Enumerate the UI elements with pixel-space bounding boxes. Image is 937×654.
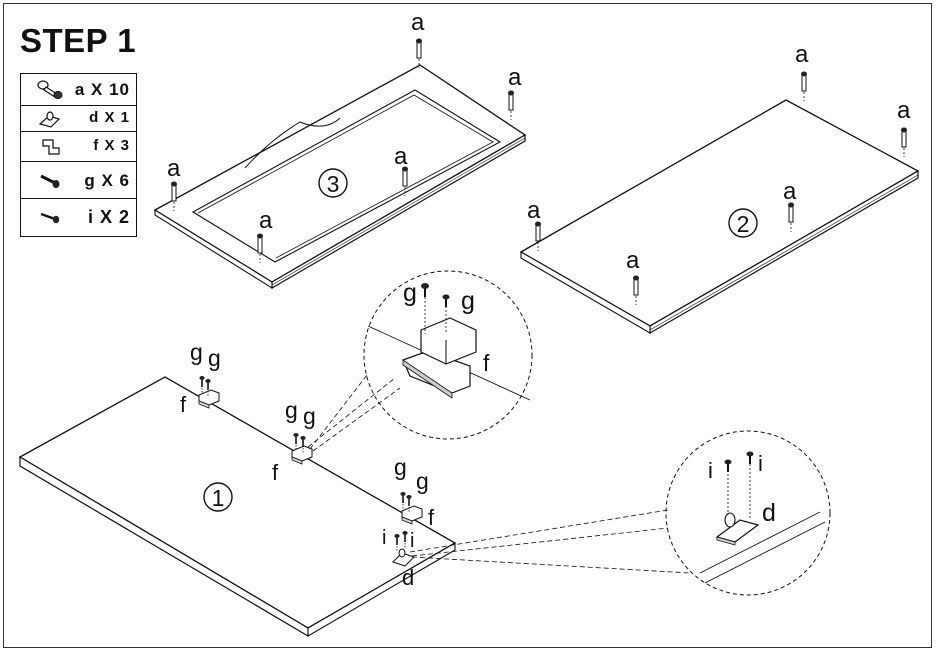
label-g: g xyxy=(416,468,429,494)
parts-row-text: a X 10 xyxy=(74,80,130,99)
leader-line xyxy=(411,527,669,557)
panel-1-number: 1 xyxy=(212,485,225,511)
parts-row-g: g X 6 xyxy=(21,162,136,199)
label-g: g xyxy=(285,397,298,423)
label-i: i xyxy=(410,530,414,552)
label-a: a xyxy=(508,64,522,91)
panel-3-marker xyxy=(318,168,348,198)
parts-row-text: f X 3 xyxy=(93,137,130,154)
parts-row-f: f X 3 xyxy=(21,132,136,162)
diagram-frame xyxy=(3,3,932,648)
label-f: f xyxy=(180,392,187,417)
cam-bolt-icon xyxy=(415,38,423,69)
label-f: f xyxy=(272,460,279,485)
screw-g-icon xyxy=(399,491,407,511)
label-a: a xyxy=(527,197,541,224)
label-g: g xyxy=(403,279,417,307)
cam-bolt-icon xyxy=(507,90,515,121)
cam-bolt-icon xyxy=(800,71,808,102)
screw-i-icon xyxy=(40,212,60,224)
bracket-f-icon xyxy=(198,389,220,409)
panel-1 xyxy=(18,376,457,638)
parts-row-i: i X 2 xyxy=(21,199,136,236)
label-a: a xyxy=(259,207,273,234)
label-g: g xyxy=(190,339,203,365)
label-g: g xyxy=(461,287,475,315)
label-a: a xyxy=(167,155,181,182)
screw-g-icon xyxy=(40,174,60,188)
panel-2-marker xyxy=(728,208,758,238)
label-a: a xyxy=(394,143,408,170)
cam-bolt-icon xyxy=(37,80,63,99)
label-g: g xyxy=(394,454,407,480)
parts-row-text: i X 2 xyxy=(87,207,130,227)
leader-line xyxy=(411,556,691,574)
label-i: i xyxy=(758,451,763,476)
label-a: a xyxy=(897,97,911,124)
parts-row-d: d X 1 xyxy=(21,106,136,132)
detail-view-d xyxy=(665,430,831,596)
label-g: g xyxy=(303,403,316,429)
parts-list: a X 10 d X 1 f X 3 g X 6 i X 2 xyxy=(20,73,137,237)
leader-line xyxy=(307,377,396,448)
label-a: a xyxy=(795,41,809,68)
cam-bolt-icon xyxy=(900,127,908,158)
bracket-d-icon xyxy=(38,111,61,128)
leader-line xyxy=(309,374,368,450)
label-a: a xyxy=(626,247,640,274)
panel-3-number: 3 xyxy=(327,171,340,197)
detail-view-f xyxy=(363,270,533,440)
parts-row-a: a X 10 xyxy=(21,74,136,106)
label-i: i xyxy=(382,527,386,549)
parts-row-text: d X 1 xyxy=(89,109,130,126)
label-i: i xyxy=(708,458,713,483)
bracket-f-icon xyxy=(401,505,423,525)
bracket-d-knob xyxy=(398,548,406,558)
leader-line xyxy=(312,387,401,452)
screw-g-icon xyxy=(198,375,206,395)
panel-2-number: 2 xyxy=(737,211,750,237)
label-f: f xyxy=(428,505,435,530)
label-g: g xyxy=(208,345,221,371)
panel-1-marker xyxy=(203,482,233,512)
panel-2 xyxy=(519,99,920,335)
leader-line xyxy=(409,509,669,553)
label-d: d xyxy=(402,565,414,590)
label-d: d xyxy=(762,499,776,527)
parts-row-text: g X 6 xyxy=(84,171,130,190)
bracket-f-icon xyxy=(42,139,60,155)
step-title: STEP 1 xyxy=(20,22,137,59)
label-a: a xyxy=(411,9,425,36)
label-f: f xyxy=(483,350,490,376)
label-a: a xyxy=(783,178,797,205)
